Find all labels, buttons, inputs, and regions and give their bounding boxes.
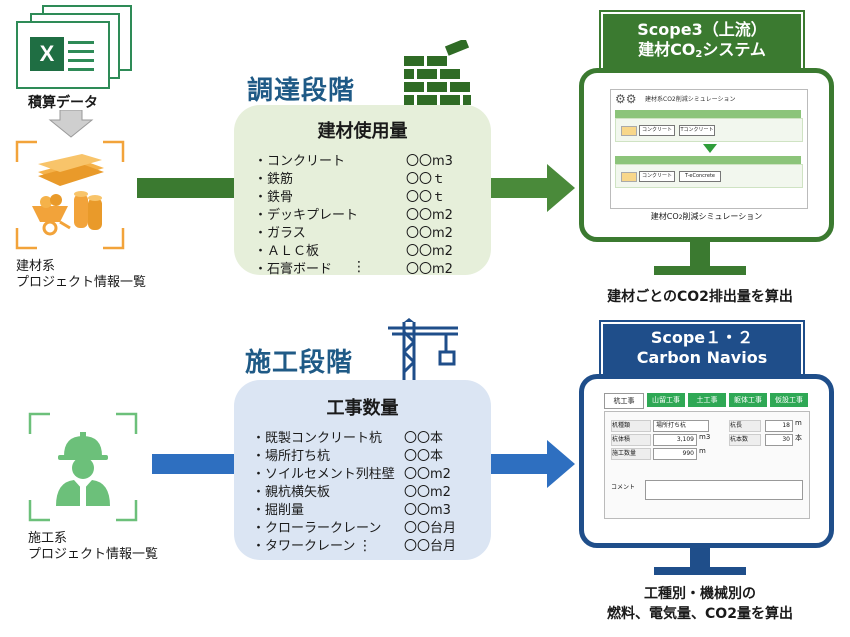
list-item: ・コンクリート〇〇m3	[254, 154, 453, 169]
panel-title: 建材使用量	[317, 121, 408, 142]
eco-material-cell: T-eConcrete	[679, 171, 721, 182]
monitor-frame: ⚙⚙ 建材系CO2削減シミュレーション コンクリート Tコンクリート コンクリー…	[579, 68, 834, 242]
flow-connector	[152, 454, 234, 474]
simulation-screen: ⚙⚙ 建材系CO2削減シミュレーション コンクリート Tコンクリート コンクリー…	[600, 85, 813, 225]
spreadsheet-stack-icon: X	[8, 5, 132, 89]
brick-wall-icon	[404, 40, 471, 105]
list-item: ・既製コンクリート杭〇〇本	[252, 431, 444, 446]
down-triangle-icon	[703, 144, 717, 153]
tab-retaining-work[interactable]: 山留工事	[647, 393, 685, 407]
system-title: Scope3（上流） 建材CO2システム	[599, 10, 805, 76]
flow-connector	[137, 178, 237, 198]
work-list: ・既製コンクリート杭〇〇本 ・場所打ち杭〇〇本 ・ソイルセメント列柱壁〇〇m2 …	[252, 430, 456, 556]
list-item: ・ソイルセメント列柱壁〇〇m2	[252, 467, 451, 482]
tab-pile-work[interactable]: 杭工事	[604, 393, 644, 409]
list-item: ・親杭横矢板〇〇m2	[252, 485, 451, 500]
length-label: 杭長	[729, 420, 761, 432]
tab-temporary-work[interactable]: 仮設工事	[770, 393, 808, 407]
screen-header: 建材系CO2削減シミュレーション	[645, 96, 736, 103]
materials-icon	[32, 154, 104, 236]
volume-field[interactable]: 3,109	[653, 434, 697, 446]
count-unit: 本	[795, 434, 802, 442]
count-field[interactable]: 30	[765, 434, 793, 446]
length-field[interactable]: 18	[765, 420, 793, 432]
count-label: 杭本数	[729, 434, 761, 446]
screen-caption: 建材CO2削減シミュレーション	[650, 212, 763, 221]
tab-bar: 杭工事 山留工事 土工事 躯体工事 仮設工事	[604, 393, 812, 409]
material-cell: コンクリート	[639, 171, 675, 182]
flow-arrow-icon	[491, 164, 575, 212]
result-caption: 工種別・機械別の 燃料、電気量、CO2量を算出	[607, 586, 793, 622]
monitor-stand	[690, 241, 710, 267]
worker-box	[28, 412, 138, 522]
volume-unit: m3	[699, 433, 711, 441]
list-item: ・石膏ボード〇〇m2	[254, 262, 453, 277]
result-caption: 建材ごとのCO2排出量を算出	[607, 289, 793, 305]
list-item: ・タワークレーン〇〇台月	[252, 539, 457, 554]
corner-frame	[15, 140, 125, 250]
corner-frame	[28, 412, 138, 522]
system-title: Scope１・２ Carbon Navios	[599, 320, 805, 378]
list-item: ・鉄骨〇〇ｔ	[254, 190, 446, 205]
material-usage-panel: 建材使用量 ・コンクリート〇〇m3 ・鉄筋〇〇ｔ ・鉄骨〇〇ｔ ・デッキプレート…	[234, 105, 491, 277]
panel-title: 工事数量	[326, 398, 399, 419]
comment-label: コメント	[611, 484, 636, 491]
list-item: ・ＡＬＣ板〇〇m2	[254, 244, 453, 259]
stage-label: 調達段階	[247, 76, 356, 106]
crane-icon	[388, 318, 458, 380]
comment-field[interactable]	[645, 480, 803, 500]
days-field[interactable]: 990	[653, 448, 697, 460]
list-item: ・クローラークレーン〇〇台月	[252, 521, 457, 536]
gear-icon: ⚙⚙	[615, 92, 637, 106]
stage-label: 施工段階	[245, 348, 354, 378]
source-caption: 建材系 プロジェクト情報一覧	[16, 259, 147, 290]
days-label: 施工数量	[611, 448, 651, 460]
carbon-navios-screen: 杭工事 山留工事 土工事 躯体工事 仮設工事 机種類 場所打ち杭 杭体積 3,1…	[600, 389, 813, 531]
length-unit: m	[795, 419, 802, 427]
list-item: ・デッキプレート〇〇m2	[254, 208, 453, 223]
tab-earth-work[interactable]: 土工事	[688, 393, 726, 407]
monitor-frame: 杭工事 山留工事 土工事 躯体工事 仮設工事 机種類 場所打ち杭 杭体積 3,1…	[579, 374, 834, 548]
monitor-stand	[690, 547, 710, 569]
monitor-base	[654, 567, 746, 575]
tab-frame-work[interactable]: 躯体工事	[729, 393, 767, 407]
monitor-base	[654, 266, 746, 275]
list-item: ・掘削量〇〇m3	[252, 503, 451, 518]
material-cell: コンクリート	[639, 125, 675, 136]
volume-label: 杭体積	[611, 434, 651, 446]
excel-icon: X	[30, 37, 64, 71]
list-item: ・ガラス〇〇m2	[254, 226, 453, 241]
source-caption: 施工系 プロジェクト情報一覧	[28, 531, 159, 562]
work-quantity-panel: 工事数量 ・既製コンクリート杭〇〇本 ・場所打ち杭〇〇本 ・ソイルセメント列柱壁…	[234, 380, 491, 560]
material-list: ・コンクリート〇〇m3 ・鉄筋〇〇ｔ ・鉄骨〇〇ｔ ・デッキプレート〇〇m2 ・…	[254, 153, 453, 279]
list-item: ・鉄筋〇〇ｔ	[254, 172, 446, 187]
alt-material-cell: Tコンクリート	[679, 125, 715, 136]
machine-type-select[interactable]: 場所打ち杭	[653, 420, 709, 432]
flow-arrow-icon	[491, 440, 575, 488]
materials-box	[15, 140, 125, 250]
list-item: ・場所打ち杭〇〇本	[252, 449, 444, 464]
days-unit: m	[699, 447, 706, 455]
machine-type-label: 机種類	[611, 420, 651, 432]
worker-helmet-icon	[56, 432, 110, 506]
source-label: 積算データ	[28, 95, 98, 111]
more-ellipsis: ⋮	[352, 259, 366, 275]
more-ellipsis: ⋮	[358, 538, 372, 554]
down-arrow-icon	[48, 110, 94, 138]
